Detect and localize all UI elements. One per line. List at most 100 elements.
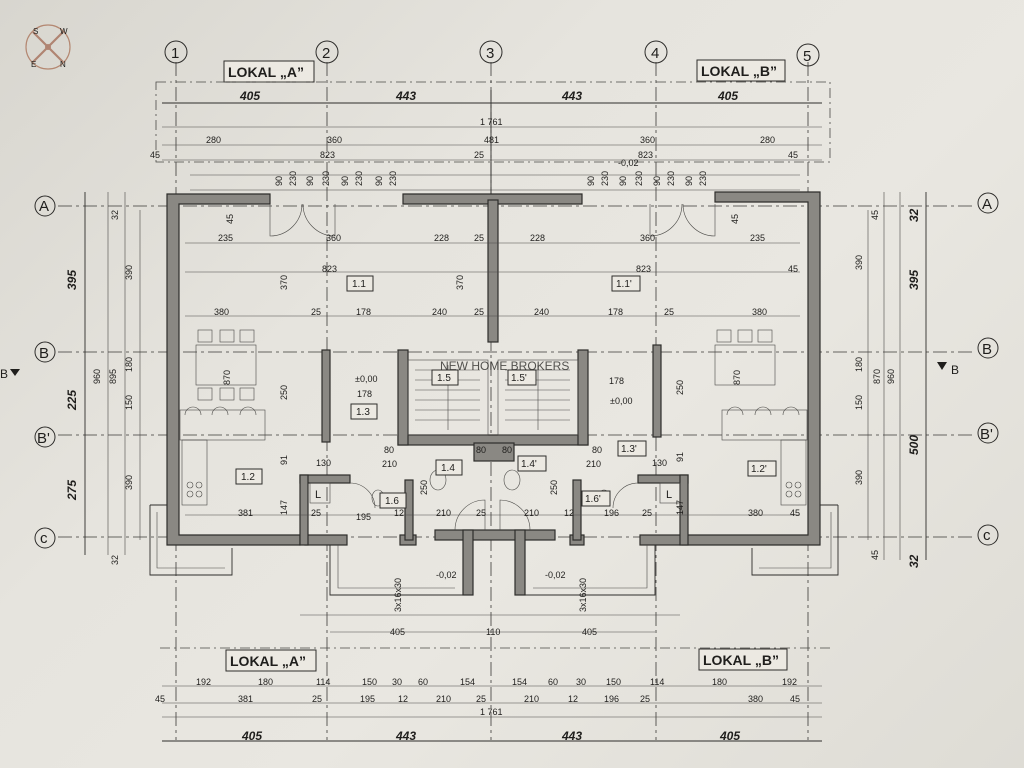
top-dimension-chains: 405 443 443 405 1 761 280 360 481 360 28… xyxy=(150,89,822,195)
idim-row2-7: 25 xyxy=(664,307,674,317)
left-dimension-chains: 395 225 275 32 390 180 150 390 32 960 89… xyxy=(65,192,141,565)
dim-top-405a: 405 xyxy=(239,89,260,103)
dim-right-32b: 32 xyxy=(907,554,921,568)
lokal-b-bottom: LOKAL „B” xyxy=(703,652,779,668)
idim-370a: 370 xyxy=(279,275,289,290)
dim-top-280a: 280 xyxy=(206,135,221,145)
idim-147b: 147 xyxy=(675,500,685,515)
idim-c-0: 381 xyxy=(238,508,253,518)
dim-bottom-total: 1 761 xyxy=(480,707,503,717)
entry-annotations: 3x16x30 3x16x30 -0,02 -0,02 405 110 405 xyxy=(390,570,597,637)
open-l-5: 230 xyxy=(354,171,364,186)
dim-bottom-405a: 405 xyxy=(241,729,262,743)
dim-right-180: 180 xyxy=(854,357,864,372)
idim-a-228a: 228 xyxy=(434,233,449,243)
axis-1: 1 xyxy=(171,45,179,62)
idim-45a: 45 xyxy=(225,214,235,224)
dim-bottom-443a: 443 xyxy=(395,729,416,743)
dim-bottom-443b: 443 xyxy=(561,729,582,743)
dim-top-45b: 45 xyxy=(788,150,798,160)
axis-2: 2 xyxy=(322,45,330,62)
idim-178a: 178 xyxy=(357,389,372,399)
open-r-5: 230 xyxy=(666,171,676,186)
side-axis-markers: A B B' c A B B' c xyxy=(34,192,999,549)
lokal-b-top: LOKAL „B” xyxy=(701,63,777,79)
axis-3: 3 xyxy=(486,45,494,62)
dim-top-443a: 443 xyxy=(395,89,416,103)
axis-b-right: B xyxy=(982,341,992,358)
dim-bottom-row1-item: 150 xyxy=(362,677,377,687)
dim-right-390b: 390 xyxy=(854,470,864,485)
idim-870b: 870 xyxy=(732,370,742,385)
dim-bottom-row1-item: 60 xyxy=(548,677,558,687)
dim-bottom-row2-item: 25 xyxy=(476,694,486,704)
idim-c-1: 25 xyxy=(311,508,321,518)
idim-210a: 210 xyxy=(382,459,397,469)
idim-a-235b: 235 xyxy=(750,233,765,243)
level-top: -0,02 xyxy=(618,158,639,168)
stairs-right: 3x16x30 xyxy=(578,578,588,612)
stairs-left: 3x16x30 xyxy=(393,578,403,612)
open-r-6: 90 xyxy=(684,176,694,186)
axis-bp-left: B' xyxy=(37,430,50,447)
open-r-1: 230 xyxy=(600,171,610,186)
idim-870a: 870 xyxy=(222,370,232,385)
interior-dims: 235 360 228 25 228 360 235 823 823 370 3… xyxy=(185,214,800,522)
lokal-a-bottom: LOKAL „A” xyxy=(230,653,306,669)
room-1-1p: 1.1' xyxy=(616,279,632,290)
idim-178b: 178 xyxy=(609,376,624,386)
compass-e: E xyxy=(31,60,36,69)
idim-91a: 91 xyxy=(279,455,289,465)
idim-row2-0: 380 xyxy=(214,307,229,317)
compass-w: W xyxy=(60,27,68,36)
doors xyxy=(269,203,716,531)
dim-bottom-row1-item: 30 xyxy=(576,677,586,687)
axis-a-left: A xyxy=(39,198,49,215)
watermark-text: NEW HOME BROKERS xyxy=(440,359,569,373)
axis-b-left: B xyxy=(39,345,49,362)
idim-80a: 80 xyxy=(384,445,394,455)
dim-bottom-row1-item: 114 xyxy=(650,677,664,687)
dim-bottom-row1-item: 180 xyxy=(258,677,273,687)
idim-45b: 45 xyxy=(730,214,740,224)
furniture: L L xyxy=(179,329,808,507)
idim-210b: 210 xyxy=(586,459,601,469)
idim-80b: 80 xyxy=(592,445,602,455)
room-1-4p: 1.4' xyxy=(521,459,537,470)
level-entry-left: -0,02 xyxy=(436,570,457,580)
room-1-6p: 1.6' xyxy=(585,494,601,505)
idim-130b: 130 xyxy=(652,458,667,468)
idim-250a: 250 xyxy=(279,385,289,400)
open-r-0: 90 xyxy=(586,176,596,186)
dim-bottom-row2-item: 45 xyxy=(790,694,800,704)
dim-left-390b: 390 xyxy=(124,475,134,490)
compass-icon: S W E N xyxy=(25,24,71,70)
top-axis-markers: 1 2 3 4 5 xyxy=(164,40,820,67)
idim-370b: 370 xyxy=(455,275,465,290)
dim-top-405b: 405 xyxy=(717,89,738,103)
dim-top-25: 25 xyxy=(474,150,484,160)
roof-outline xyxy=(155,81,831,163)
grid-lines xyxy=(58,62,975,740)
idim-a-235a: 235 xyxy=(218,233,233,243)
top-opening-dims: 90 230 90 230 90 230 90 230 90 230 90 23… xyxy=(274,171,708,186)
idim-c-3: 12 xyxy=(394,508,404,518)
idim-147a: 147 xyxy=(279,500,289,515)
idim-row2-1: 25 xyxy=(311,307,321,317)
axis-4: 4 xyxy=(651,45,659,62)
room-1-6: 1.6 xyxy=(385,496,399,507)
dim-bl-405b: 405 xyxy=(582,627,597,637)
dim-bottom-row2-item: 195 xyxy=(360,694,375,704)
dim-left-895: 895 xyxy=(108,369,118,384)
dim-right-870: 870 xyxy=(872,369,882,384)
dim-bl-405a: 405 xyxy=(390,627,405,637)
axis-c-right: c xyxy=(983,527,991,544)
room-1-2: 1.2 xyxy=(241,472,255,483)
idim-130a: 130 xyxy=(316,458,331,468)
dim-right-45a: 45 xyxy=(870,210,880,220)
dim-left-275: 275 xyxy=(65,480,79,501)
